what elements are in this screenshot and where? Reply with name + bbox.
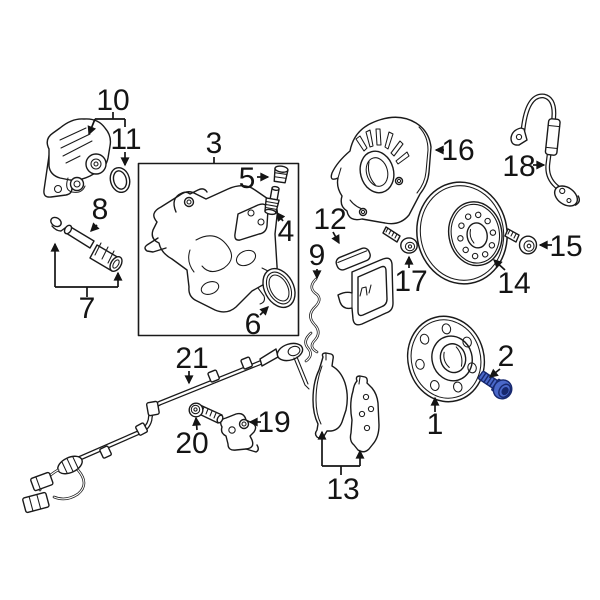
callout-16-label[interactable]: 16 (441, 134, 474, 167)
callout-10: 10 (87, 84, 130, 136)
part-21-abs-harness[interactable] (22, 340, 310, 514)
callout-6-leader (259, 306, 269, 316)
callout-14-label[interactable]: 14 (497, 267, 530, 300)
part-12-caliper-bracket[interactable] (335, 246, 394, 326)
bracket-foot (245, 444, 259, 453)
callout-7-bracket (55, 286, 118, 297)
callout-20: 20 (175, 416, 209, 460)
callout-17: 17 (394, 255, 428, 298)
callout-20-leader (192, 416, 202, 431)
callout-1-label[interactable]: 1 (427, 408, 444, 441)
pad-outer (312, 352, 348, 439)
harness-connector-lower (22, 491, 50, 514)
callout-1: 1 (427, 396, 444, 441)
callout-3: 3 (206, 127, 223, 163)
callout-7: 7 (50, 242, 123, 325)
callout-16: 16 (434, 134, 475, 167)
callout-18: 18 (502, 150, 546, 183)
part-5-cap[interactable] (273, 165, 289, 184)
bracket-pins (351, 284, 372, 309)
callout-4-leader (276, 211, 286, 222)
callout-9-label[interactable]: 9 (309, 239, 326, 272)
callout-10-bracket (95, 112, 126, 127)
hose-banjo (553, 185, 581, 207)
rotor-bore (466, 222, 488, 249)
hose-sleeve (544, 118, 561, 156)
pad-inner (349, 375, 380, 453)
callout-10-label[interactable]: 10 (96, 84, 129, 117)
callout-14-leader (493, 259, 506, 271)
callout-8-leader (90, 222, 100, 232)
part-17-bolt[interactable] (382, 226, 418, 254)
callout-5-label[interactable]: 5 (239, 162, 256, 195)
callout-9: 9 (309, 239, 326, 280)
part-1-wheel-hub[interactable] (398, 308, 494, 411)
callout-19-label[interactable]: 19 (257, 406, 290, 439)
callout-4-label[interactable]: 4 (278, 215, 295, 248)
hose-fitting-top (510, 127, 528, 146)
pin-cap (50, 216, 66, 232)
callout-5: 5 (239, 162, 270, 195)
callout-12: 12 (313, 203, 347, 245)
callout-3-label[interactable]: 3 (206, 127, 223, 160)
callout-18-label[interactable]: 18 (502, 150, 535, 183)
callout-17-label[interactable]: 17 (394, 265, 427, 298)
part-15-bolt[interactable] (504, 228, 538, 255)
bracket-window (357, 265, 388, 317)
part-14-rotor[interactable] (409, 175, 515, 291)
callout-19: 19 (248, 406, 291, 439)
callout-14: 14 (493, 259, 531, 300)
motor-details (53, 127, 107, 194)
pin-boot (89, 242, 123, 272)
callout-15: 15 (538, 230, 583, 263)
callout-4: 4 (276, 211, 295, 248)
harness-connector-upper (30, 471, 54, 492)
callout-13: 13 (317, 430, 365, 506)
part-13-brake-pads[interactable] (312, 352, 380, 453)
part-11-o-ring[interactable] (108, 165, 133, 194)
part-18-brake-hose[interactable] (510, 93, 582, 211)
harness-clips (99, 356, 253, 459)
callout-10-arrow (87, 118, 97, 136)
part-4-bleeder-screw[interactable] (264, 185, 282, 216)
part-10-actuator-motor[interactable] (43, 118, 112, 198)
callout-6-label[interactable]: 6 (245, 308, 262, 341)
part-19-sensor-bracket[interactable] (219, 412, 259, 453)
part-9-spring-clip[interactable] (304, 277, 321, 363)
callout-12-label[interactable]: 12 (313, 203, 346, 236)
part-3-caliper[interactable] (144, 185, 279, 313)
callout-20-label[interactable]: 20 (175, 427, 208, 460)
callout-2: 2 (488, 340, 515, 378)
part-8-guide-pin-set[interactable] (49, 216, 124, 274)
sensor-head (259, 342, 310, 390)
assembly-box-3 (137, 162, 300, 337)
part-16-splash-shield[interactable] (330, 116, 432, 225)
callout-6: 6 (245, 306, 269, 341)
pin-body (63, 224, 95, 249)
callout-15-label[interactable]: 15 (549, 230, 582, 263)
callout-8: 8 (90, 193, 109, 232)
callout-7-label[interactable]: 7 (79, 292, 96, 325)
callout-8-label[interactable]: 8 (92, 193, 109, 226)
callout-11-label[interactable]: 11 (110, 123, 141, 156)
callout-12-leader (331, 231, 340, 245)
callout-2-leader (488, 368, 501, 378)
shield-details (337, 126, 429, 217)
callout-11: 11 (110, 123, 142, 167)
part-20-bolt[interactable] (188, 402, 224, 424)
hub-lug-holes (415, 323, 477, 393)
hub-bore (439, 343, 467, 374)
callout-21: 21 (175, 342, 209, 385)
part-6-piston-boot[interactable] (257, 263, 302, 313)
rotor-bolt-holes (457, 211, 497, 260)
callout-13-bracket (322, 465, 360, 475)
callout-13-label[interactable]: 13 (326, 473, 359, 506)
callout-21-label[interactable]: 21 (175, 342, 208, 375)
caliper-details (144, 188, 271, 305)
callout-2-label[interactable]: 2 (498, 340, 515, 373)
